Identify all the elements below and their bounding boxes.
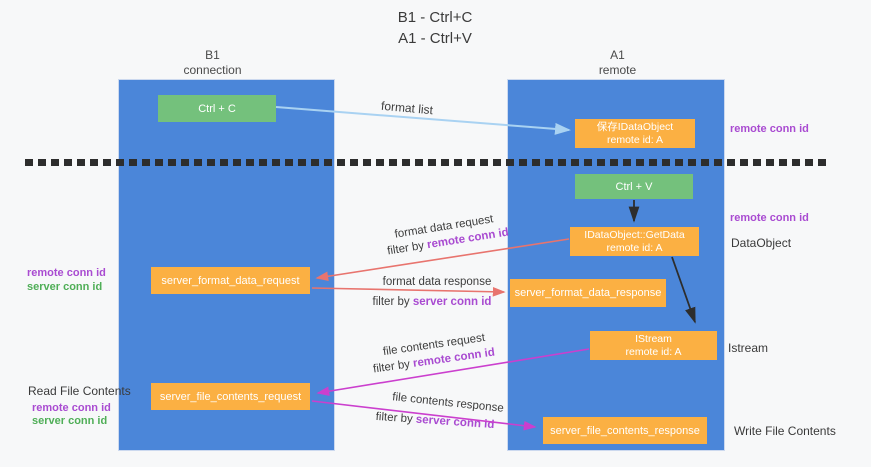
right-remote-conn-id-mid: remote conn id xyxy=(730,212,809,224)
node-ctrl-c: Ctrl + C xyxy=(158,95,276,122)
format-request-label: server_format_data_request xyxy=(161,274,300,287)
node-server-file-contents-response: server_file_contents_response xyxy=(543,417,707,444)
node-istream: IStream remote id: A xyxy=(590,331,717,360)
file-response-label: server_file_contents_response xyxy=(550,424,700,437)
ctrl-c-label: Ctrl + C xyxy=(198,102,236,115)
lane-header-a1: A1 remote xyxy=(555,48,680,78)
right-remote-conn-id-top: remote conn id xyxy=(730,123,809,135)
node-idataobject-getdata: IDataObject::GetData remote id: A xyxy=(570,227,699,256)
lane-b1-role: connection xyxy=(183,63,242,77)
filter-by-text: filter by xyxy=(375,410,414,426)
flow-label-filter-server-1: filter by server conn id xyxy=(373,296,492,308)
title-line-2: A1 - Ctrl+V xyxy=(398,30,472,47)
left-server-conn-id-top: server conn id xyxy=(27,281,103,293)
title-line-1: B1 - Ctrl+C xyxy=(397,9,473,26)
label-dataobject: DataObject xyxy=(731,236,792,250)
filter-by-text: filter by xyxy=(372,358,411,376)
flow-label-file-contents-response: file contents response xyxy=(391,391,505,415)
filter-by-text: filter by xyxy=(372,296,410,308)
phase-divider-dashed-line xyxy=(25,159,831,166)
format-response-label: server_format_data_response xyxy=(514,287,662,299)
left-server-conn-id-bottom: server conn id xyxy=(32,415,108,427)
flow-label-format-data-response: format data response xyxy=(382,276,492,288)
diagram-title: B1 - Ctrl+C A1 - Ctrl+V xyxy=(300,7,570,49)
label-read-file-contents: Read File Contents xyxy=(28,384,131,398)
node-server-format-data-response: server_format_data_response xyxy=(510,279,666,307)
lane-b1-name: B1 xyxy=(205,48,220,62)
istream-line2: remote id: A xyxy=(625,345,682,358)
label-istream: Istream xyxy=(728,341,769,355)
flow-label-filter-server-2: filter by server conn id xyxy=(375,411,494,431)
lane-a1-name: A1 xyxy=(610,48,625,62)
server-conn-id-text: server conn id xyxy=(415,413,495,432)
file-request-label: server_file_contents_request xyxy=(159,390,302,403)
lane-header-b1: B1 connection xyxy=(150,48,275,78)
node-ctrl-v: Ctrl + V xyxy=(575,174,693,199)
getdata-line1: IDataObject::GetData xyxy=(584,228,685,241)
arrow-format-data-response xyxy=(311,286,506,297)
ctrl-v-label: Ctrl + V xyxy=(615,180,653,193)
label-write-file-contents: Write File Contents xyxy=(734,424,836,438)
lane-a1-role: remote xyxy=(598,63,637,77)
node-save-idataobject: 保存IDataObject remote id: A xyxy=(575,119,695,148)
server-conn-id-text: server conn id xyxy=(412,296,492,308)
node-server-file-contents-request: server_file_contents_request xyxy=(151,383,310,410)
save-idataobject-line1: 保存IDataObject xyxy=(596,120,674,133)
flow-label-format-list: format list xyxy=(380,98,434,118)
save-idataobject-line2: remote id: A xyxy=(606,133,664,146)
getdata-line2: remote id: A xyxy=(606,241,663,254)
istream-line1: IStream xyxy=(635,332,672,345)
node-server-format-data-request: server_format_data_request xyxy=(151,267,310,294)
left-remote-conn-id-top: remote conn id xyxy=(27,267,106,279)
filter-by-text: filter by xyxy=(386,239,425,258)
left-remote-conn-id-bottom: remote conn id xyxy=(32,402,111,414)
